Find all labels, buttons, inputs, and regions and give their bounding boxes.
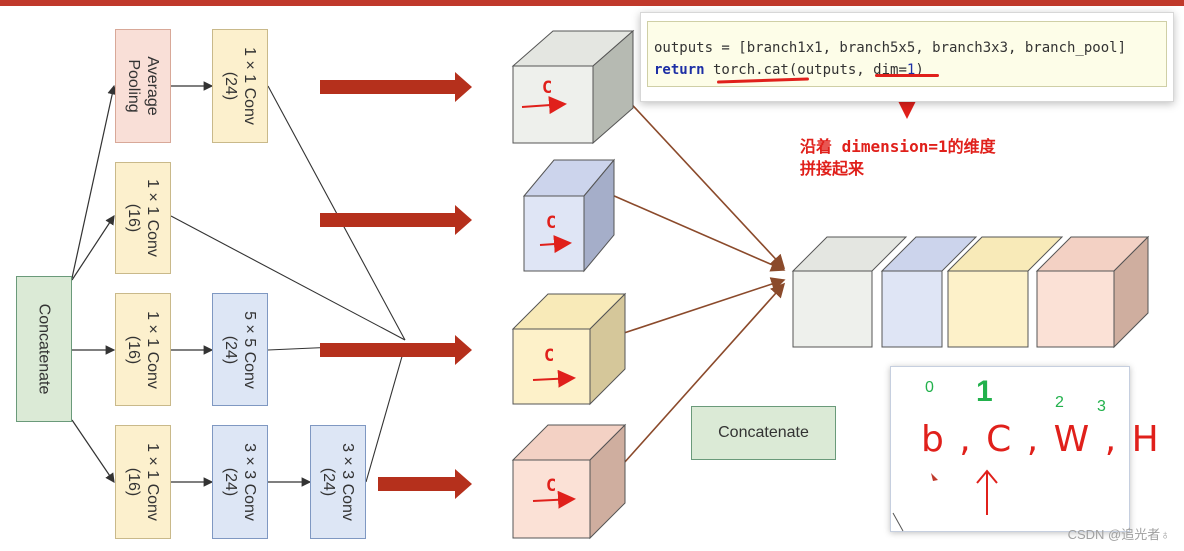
- conv1x1-16-a-block: 1 × 1 Conv (16): [115, 162, 171, 274]
- conv5x5-24-block: 5 × 5 Conv (24): [212, 293, 268, 406]
- conv1x1-24-block: 1 × 1 Conv (24): [212, 29, 268, 143]
- avg-pool-block: Average Pooling: [115, 29, 171, 143]
- top-red-bar: [0, 0, 1184, 6]
- conv3x3-24-a-line1: 3 × 3 Conv: [241, 443, 258, 521]
- cube-label-1: C: [542, 78, 553, 98]
- code-snippet: outputs = [branch1x1, branch5x5, branch3…: [640, 12, 1174, 102]
- conv1x1-24-line2: (24): [222, 71, 239, 101]
- avg-pool-line1: Average: [144, 56, 161, 116]
- conv3x3-24-b-block: 3 × 3 Conv (24): [310, 425, 366, 539]
- conv1x1-16-b-line1: 1 × 1 Conv: [144, 310, 161, 389]
- annotation-line-2: 拼接起来: [800, 159, 865, 178]
- edge-in-conv1c: [71, 419, 115, 483]
- conv1x1-16-a-line1: 1 × 1 Conv: [144, 179, 161, 257]
- conv1x1-16-c-line1: 1 × 1 Conv: [144, 443, 161, 521]
- edge-in-conv1a: [71, 214, 115, 281]
- conv3x3-24-b-line2: (24): [320, 467, 337, 497]
- conv3x3-24-a-line2: (24): [222, 467, 239, 497]
- watermark: CSDN @追光者♁: [1067, 527, 1170, 542]
- index-1: 1: [976, 375, 993, 408]
- index-2: 2: [1055, 394, 1064, 411]
- handwritten-inset: 0 1 2 3 b , C , W , H: [890, 366, 1159, 532]
- avg-pool-line2: Pooling: [125, 59, 142, 113]
- conv5x5-24-line1: 5 × 5 Conv: [241, 310, 258, 389]
- handwritten-drawing: [892, 469, 998, 532]
- conv1x1-16-b-line2: (16): [125, 335, 142, 364]
- edge-in-pool: [71, 84, 117, 279]
- conv1x1-16-c-block: 1 × 1 Conv (16): [115, 425, 171, 539]
- index-3: 3: [1097, 398, 1106, 415]
- conv1x1-24-line1: 1 × 1 Conv: [241, 47, 258, 125]
- concatenate-input-block: Concatenate: [16, 276, 72, 422]
- conv1x1-16-c-line2: (16): [125, 467, 142, 497]
- index-0: 0: [925, 379, 934, 396]
- cube-yellow: [511, 292, 627, 406]
- conv1x1-16-a-line2: (16): [125, 203, 142, 233]
- annotation-line-1: 沿着 dimension=1的维度: [800, 137, 996, 156]
- shape-letters: b , C , W , H: [921, 419, 1161, 460]
- cube-label-2: C: [546, 213, 557, 233]
- cube-label-4: C: [546, 476, 557, 496]
- concatenate-input-label: Concatenate: [35, 303, 53, 395]
- cube-pink: [511, 423, 627, 540]
- concatenate-output-block: Concatenate: [691, 406, 836, 460]
- cube-green: [511, 29, 635, 145]
- underline-dim: [875, 74, 939, 77]
- code-line-1: outputs = [branch1x1, branch5x5, branch3…: [654, 40, 1127, 56]
- red-arrows: [320, 72, 472, 499]
- conv1x1-16-b-block: 1 × 1 Conv (16): [115, 293, 171, 406]
- conv3x3-24-a-block: 3 × 3 Conv (24): [212, 425, 268, 539]
- combined-block: [791, 235, 1150, 349]
- return-keyword: return: [654, 62, 705, 78]
- conv3x3-24-b-line1: 3 × 3 Conv: [339, 443, 356, 521]
- cube-blue: [522, 158, 616, 273]
- conv5x5-24-line2: (24): [222, 335, 239, 364]
- cube-label-3: C: [544, 346, 555, 366]
